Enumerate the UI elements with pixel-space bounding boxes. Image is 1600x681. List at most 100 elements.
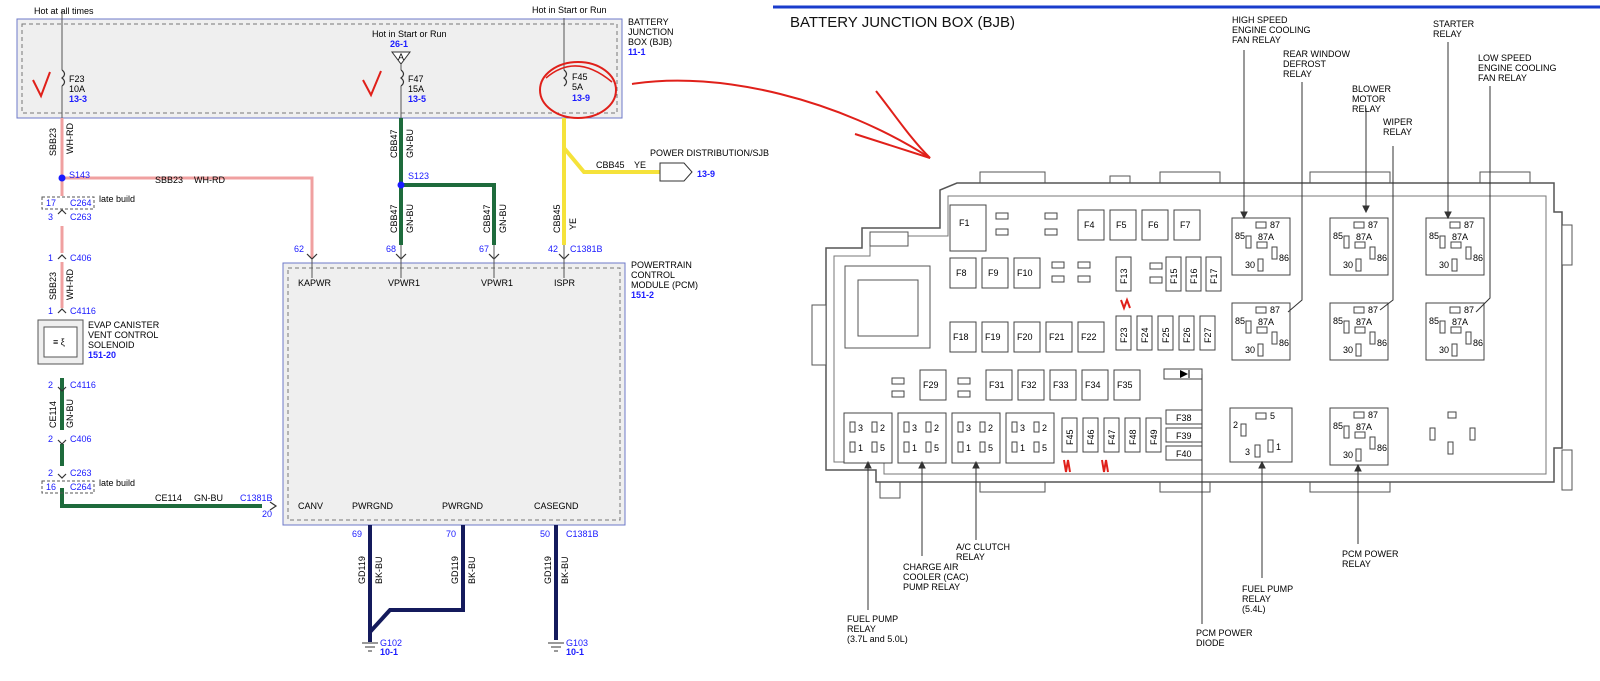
relay-wiper: 87 87A 85 86 30 [1329,302,1389,361]
callout-cac-3: PUMP RELAY [903,582,960,592]
callout-fuel-pump-a-3: (3.7L and 5.0L) [847,634,908,644]
callout-ls-fan-2: ENGINE COOLING [1478,63,1557,73]
callout-fuel-pump-b-2: RELAY [1242,594,1271,604]
late-build-box-1 [41,196,95,210]
wire-label-cbb47-2: CBB47 [389,204,399,233]
wire-label-ye-h: YE [634,160,646,170]
pcm-pin-pwrgnd-a: PWRGND [352,501,393,511]
fuse-f38: F38 [1176,413,1192,423]
svg-text:30: 30 [1343,260,1353,270]
pcm-ref: 151-2 [631,290,654,300]
fuse-f16: F16 [1189,268,1199,284]
svg-text:86: 86 [1377,443,1387,453]
callout-ls-fan-1: LOW SPEED [1478,53,1532,63]
svg-text:30: 30 [1245,345,1255,355]
wire-gd119 [368,525,558,642]
wire-label-cbb45-h: CBB45 [596,160,625,170]
fuse-f9: F9 [988,268,999,278]
svg-text:3: 3 [48,212,53,222]
svg-text:1: 1 [48,253,53,263]
evap-label-2: VENT CONTROL [88,330,158,340]
fuse-f22: F22 [1081,332,1097,342]
fuse-f23: F23 [1119,327,1129,343]
fuse-f29: F29 [923,380,939,390]
wire-label-gd119-1: GD119 [357,556,367,584]
pcm-pin-ispr: ISPR [554,278,576,288]
pcm-pin-casegnd: CASEGND [534,501,579,511]
svg-text:86: 86 [1279,338,1289,348]
svg-text:86: 86 [1377,253,1387,263]
late-build-1: late build [99,194,135,204]
svg-text:16: 16 [46,482,56,492]
callout-pcm-power-2: RELAY [1342,559,1371,569]
svg-text:1: 1 [1020,443,1025,453]
evap-ref: 151-20 [88,350,116,360]
callout-hs-fan-3: FAN RELAY [1232,35,1281,45]
relay-starter: 87 87A 85 86 30 [1425,217,1485,276]
svg-text:42: 42 [548,244,558,254]
callout-fuel-pump-b-1: FUEL PUMP [1242,584,1293,594]
evap-label-3: SOLENOID [88,340,135,350]
svg-text:85: 85 [1429,231,1439,241]
svg-text:62: 62 [294,244,304,254]
fuse-f26: F26 [1182,327,1192,343]
svg-text:86: 86 [1377,338,1387,348]
svg-text:87A: 87A [1356,317,1372,327]
wire-label-ye-v: YE [568,218,578,230]
pcm-box [282,262,626,526]
pcm-label-1: POWERTRAIN [631,260,692,270]
pcm-pin-canv: CANV [298,501,323,511]
svg-text:69: 69 [352,529,362,539]
red-annotation-arrow [631,79,931,159]
relay-ls-fan: 87 87A 85 86 30 [1425,302,1485,361]
late-build-box-2 [41,480,95,494]
connector-c1381b-gnd: C1381B [566,529,599,539]
fuse-f8: F8 [956,268,967,278]
svg-text:1: 1 [966,443,971,453]
callout-fuel-pump-a-2: RELAY [847,624,876,634]
fuse-f45: F45 [1065,429,1075,445]
wire-label-sbb23-h: SBB23 [155,175,183,185]
svg-text:5: 5 [988,443,993,453]
wire-label-sbb23-1: SBB23 [48,128,58,156]
pcm-pin-kapwr: KAPWR [298,278,332,288]
svg-text:5: 5 [1270,411,1275,421]
fuse-f15: F15 [1169,268,1179,284]
red-circle-f45 [539,61,617,119]
fuse-f25: F25 [1161,327,1171,343]
svg-text:17: 17 [46,198,56,208]
late-build-2: late build [99,478,135,488]
wire-sbb23 [60,118,314,308]
svg-text:85: 85 [1235,231,1245,241]
fuse-f45-name: F45 [572,72,588,82]
fuse-f20: F20 [1017,332,1033,342]
pcm-pin-vpwr1-a: VPWR1 [388,278,420,288]
bjb-ref: 11-1 [628,47,646,57]
wire-label-gnbu-1: GN-BU [65,399,75,428]
wire-ce114 [60,378,262,508]
callout-starter-1: STARTER [1433,19,1475,29]
callout-ac-clutch-2: RELAY [956,552,985,562]
callout-blower-1: BLOWER [1352,84,1392,94]
svg-text:87: 87 [1464,220,1474,230]
fuse-f23-rating: 10A [69,84,85,94]
svg-text:3: 3 [1245,447,1250,457]
relay-rear-defrost: 87 87A 85 86 30 [1231,302,1291,361]
svg-text:2: 2 [1042,423,1047,433]
svg-text:85: 85 [1333,421,1343,431]
connector-c406-2: C406 [70,434,92,444]
svg-text:2: 2 [988,423,993,433]
callout-hs-fan-1: HIGH SPEED [1232,15,1288,25]
svg-text:86: 86 [1473,253,1483,263]
connector-c406-1: C406 [70,253,92,263]
svg-text:85: 85 [1333,231,1343,241]
svg-text:5: 5 [880,443,885,453]
wire-label-gnbu-h: GN-BU [194,493,223,503]
splice-s123-dot [397,181,405,189]
svg-text:87: 87 [1270,305,1280,315]
connector-c263-1: C263 [70,212,92,222]
svg-text:86: 86 [1473,338,1483,348]
ground-g103-ref: 10-1 [566,647,584,657]
bjb-label-3: BOX (BJB) [628,37,672,47]
callout-rear-defrost-2: DEFROST [1283,59,1327,69]
